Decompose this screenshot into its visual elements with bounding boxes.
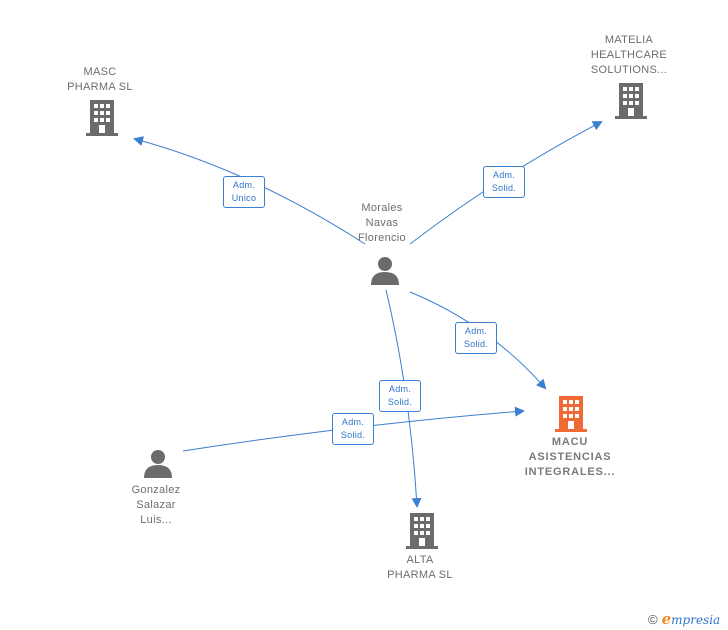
building-icon[interactable] [555, 396, 587, 432]
node-label-morales[interactable]: Morales Navas Florencio [358, 202, 406, 244]
person-icon[interactable] [143, 448, 173, 478]
edge-label-morales-masc[interactable]: Adm. Unico [223, 176, 265, 208]
copyright-icon: © [648, 611, 658, 627]
node-label-masc[interactable]: MASC PHARMA SL [67, 66, 133, 93]
brand-logo[interactable]: empresia [661, 610, 721, 628]
building-icon[interactable] [86, 100, 118, 136]
building-icon[interactable] [615, 83, 647, 119]
footer-brand: © empresia [648, 610, 720, 628]
node-label-alta[interactable]: ALTA PHARMA SL [387, 554, 453, 581]
edge-label-gonzalez-macu[interactable]: Adm. Solid. [332, 413, 374, 445]
node-label-gonzalez[interactable]: Gonzalez Salazar Luis... [131, 484, 181, 526]
node-label-macu[interactable]: MACU ASISTENCIAS INTEGRALES... [524, 436, 616, 478]
edge-label-morales-macu[interactable]: Adm. Solid. [455, 322, 497, 354]
person-icon[interactable] [370, 255, 400, 285]
node-label-matelia[interactable]: MATELIA HEALTHCARE SOLUTIONS... [590, 34, 668, 76]
edge-label-morales-matelia[interactable]: Adm. Solid. [483, 166, 525, 198]
building-icon[interactable] [406, 513, 438, 549]
edge-label-morales-alta[interactable]: Adm. Solid. [379, 380, 421, 412]
